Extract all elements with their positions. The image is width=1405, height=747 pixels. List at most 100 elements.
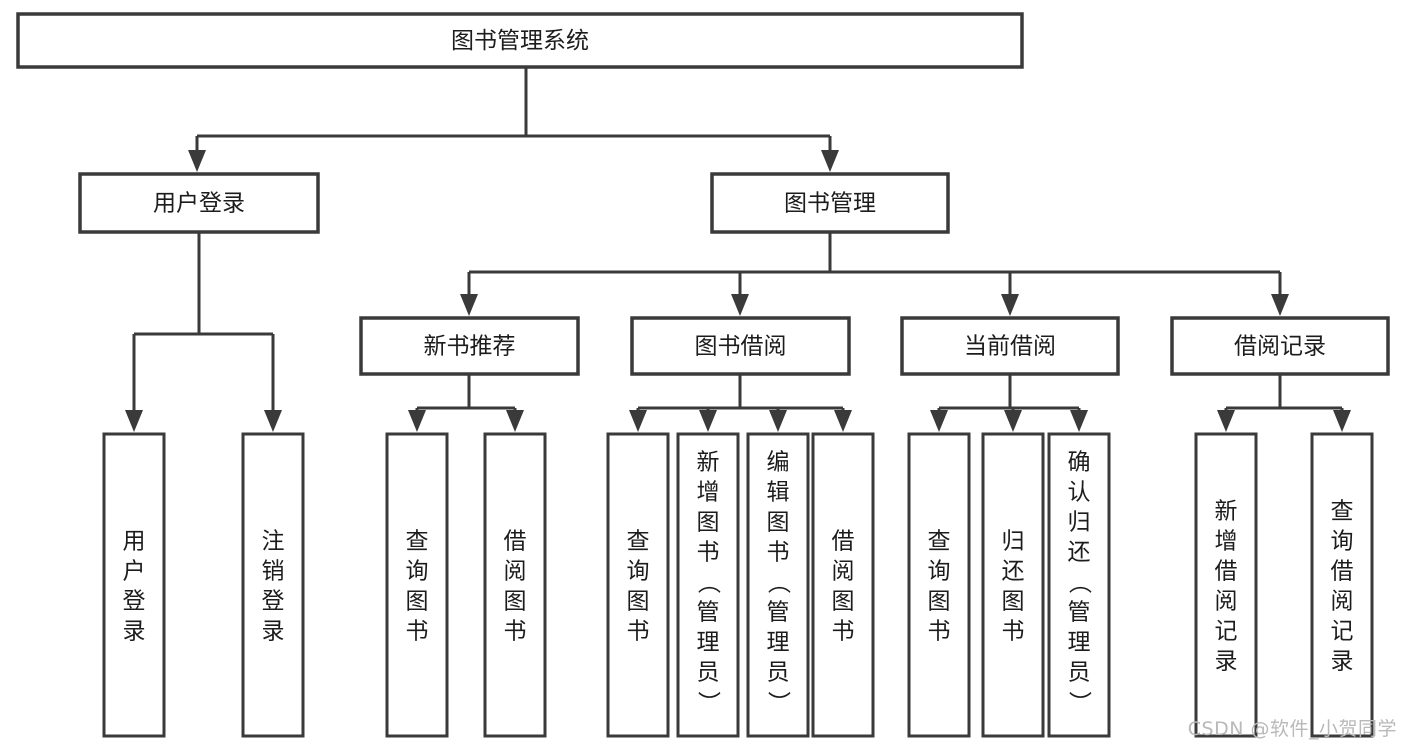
leaf-label-char: 图: [1002, 588, 1025, 614]
node-label: 借阅记录: [1234, 334, 1326, 360]
leaf-label-char: 阅: [504, 558, 527, 584]
leaf-label-char: 理: [697, 629, 720, 655]
arrow-head-icon: [460, 294, 478, 316]
connector-root-to-level2: [188, 67, 839, 172]
arrow-head-icon: [1001, 294, 1019, 316]
leaf-label-char: 借: [1215, 558, 1238, 584]
arrow-head-icon: [731, 294, 749, 316]
leaf-label-char: 阅: [832, 558, 855, 584]
leaf-label-char: 询: [406, 558, 429, 584]
connector-book-borrow-to-leaves: [629, 374, 852, 432]
arrow-head-icon: [1333, 410, 1351, 432]
node-label: 图书管理: [784, 191, 876, 217]
arrow-head-icon: [506, 410, 524, 432]
leaf-label-char: 员: [767, 659, 790, 685]
leaf-leaf-user-login[interactable]: 用户登录: [102, 432, 166, 738]
connector-user-login-to-leaves: [125, 232, 282, 432]
leaf-box: [385, 432, 449, 738]
leaf-label-char: 查: [928, 528, 951, 554]
leaf-label-char: 确: [1068, 449, 1091, 475]
node-box-level2: [710, 172, 950, 234]
leaf-box: [1047, 432, 1111, 738]
leaf-label-char: 新: [697, 449, 720, 475]
leaf-label-char: 借: [504, 528, 527, 554]
leaf-label-char: 借: [832, 528, 855, 554]
node-box-level3: [630, 316, 851, 376]
node-root[interactable]: 图书管理系统: [16, 12, 1024, 69]
leaf-label-char: 辑: [767, 479, 790, 505]
leaf-box: [746, 432, 810, 738]
leaf-label-char: 录: [1215, 648, 1238, 674]
node-borrow-record[interactable]: 借阅记录: [1170, 316, 1390, 376]
arrow-head-icon: [1217, 410, 1235, 432]
leaf-label-char: 编: [767, 449, 790, 475]
leaf-label-char: 注: [262, 528, 285, 554]
arrow-head-icon: [930, 410, 948, 432]
leaf-label-char: 图: [697, 509, 720, 535]
arrow-head-icon: [769, 410, 787, 432]
leaf-label-char: 归: [1068, 509, 1091, 535]
node-current-borrow[interactable]: 当前借阅: [900, 316, 1120, 376]
leaf-label-char: 销: [262, 558, 285, 584]
leaf-label-char: 图: [832, 588, 855, 614]
leaf-label-char: （: [765, 571, 791, 594]
node-box-level3: [1170, 316, 1390, 376]
node-box-level3: [359, 316, 580, 376]
node-user-login[interactable]: 用户登录: [78, 172, 320, 234]
leaf-label-char: 书: [504, 618, 527, 644]
leaf-label-char: 图: [504, 588, 527, 614]
leaf-label-char: 询: [1331, 528, 1354, 554]
leaf-label-char: ）: [695, 691, 721, 714]
leaf-label-char: 管: [1068, 599, 1091, 625]
leaf-label-char: 管: [697, 599, 720, 625]
node-book-manage[interactable]: 图书管理: [710, 172, 950, 234]
leaf-box: [811, 432, 875, 738]
arrow-head-icon: [188, 150, 206, 172]
leaf-box: [981, 432, 1045, 738]
leaf-label-char: 认: [1068, 479, 1091, 505]
leaf-label-char: 还: [1068, 539, 1091, 565]
connector-new-book-recommend-to-leaves: [408, 374, 524, 432]
leaf-label-char: 书: [406, 618, 429, 644]
leaf-label-char: 录: [1331, 648, 1354, 674]
leaf-label-char: 阅: [1331, 588, 1354, 614]
leaf-label-char: ）: [1066, 691, 1092, 714]
leaf-label-char: 图: [627, 588, 650, 614]
leaf-label-char: 登: [262, 588, 285, 614]
node-new-book-recommend[interactable]: 新书推荐: [359, 316, 580, 376]
node-box-root: [16, 12, 1024, 69]
leaf-label-char: 书: [767, 539, 790, 565]
leaf-label-char: 查: [406, 528, 429, 554]
arrow-head-icon: [699, 410, 717, 432]
node-label: 当前借阅: [964, 334, 1056, 360]
leaf-label-char: 图: [406, 588, 429, 614]
leaf-label-char: 员: [697, 659, 720, 685]
arrow-head-icon: [125, 410, 143, 432]
connectors-layer: [125, 67, 1351, 432]
leaf-label-char: 增: [1215, 528, 1238, 554]
leaf-label-char: 管: [767, 599, 790, 625]
leaf-label-char: 记: [1215, 618, 1238, 644]
node-label: 图书管理系统: [451, 28, 589, 54]
node-book-borrow[interactable]: 图书借阅: [630, 316, 851, 376]
